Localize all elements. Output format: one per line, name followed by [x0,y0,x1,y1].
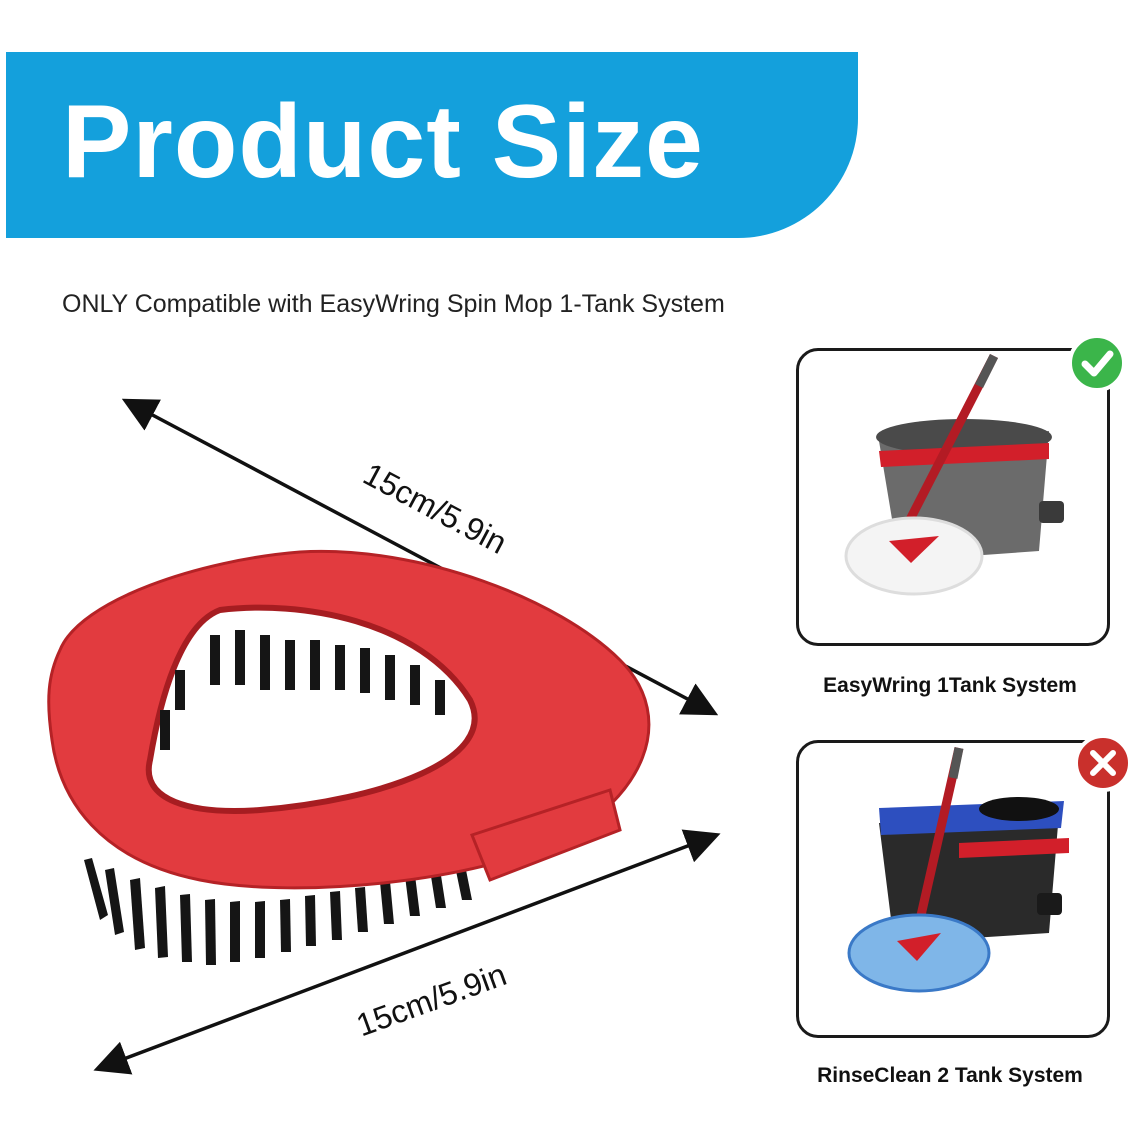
page-title: Product Size [62,84,704,200]
bottom-dimension-arrow [93,829,721,1075]
brush-bristles [84,858,472,965]
cross-icon [1074,734,1132,792]
rinseclean-bucket-image [847,747,1069,993]
option-label-easywring: EasyWring 1Tank System [823,674,1077,697]
option-panel-rinseclean [796,740,1110,1038]
easywring-bucket-image [844,353,1064,596]
compatibility-note: ONLY Compatible with EasyWring Spin Mop … [62,290,725,318]
option-label-rinseclean: RinseClean 2 Tank System [817,1064,1083,1087]
title-banner: Product Size [6,52,858,238]
brush-body [47,549,651,890]
check-icon [1068,334,1126,392]
bottom-dimension-label: 15cm/5.9in [352,956,511,1043]
option-panel-easywring [796,348,1110,646]
top-dimension-label: 15cm/5.9in [358,456,513,561]
